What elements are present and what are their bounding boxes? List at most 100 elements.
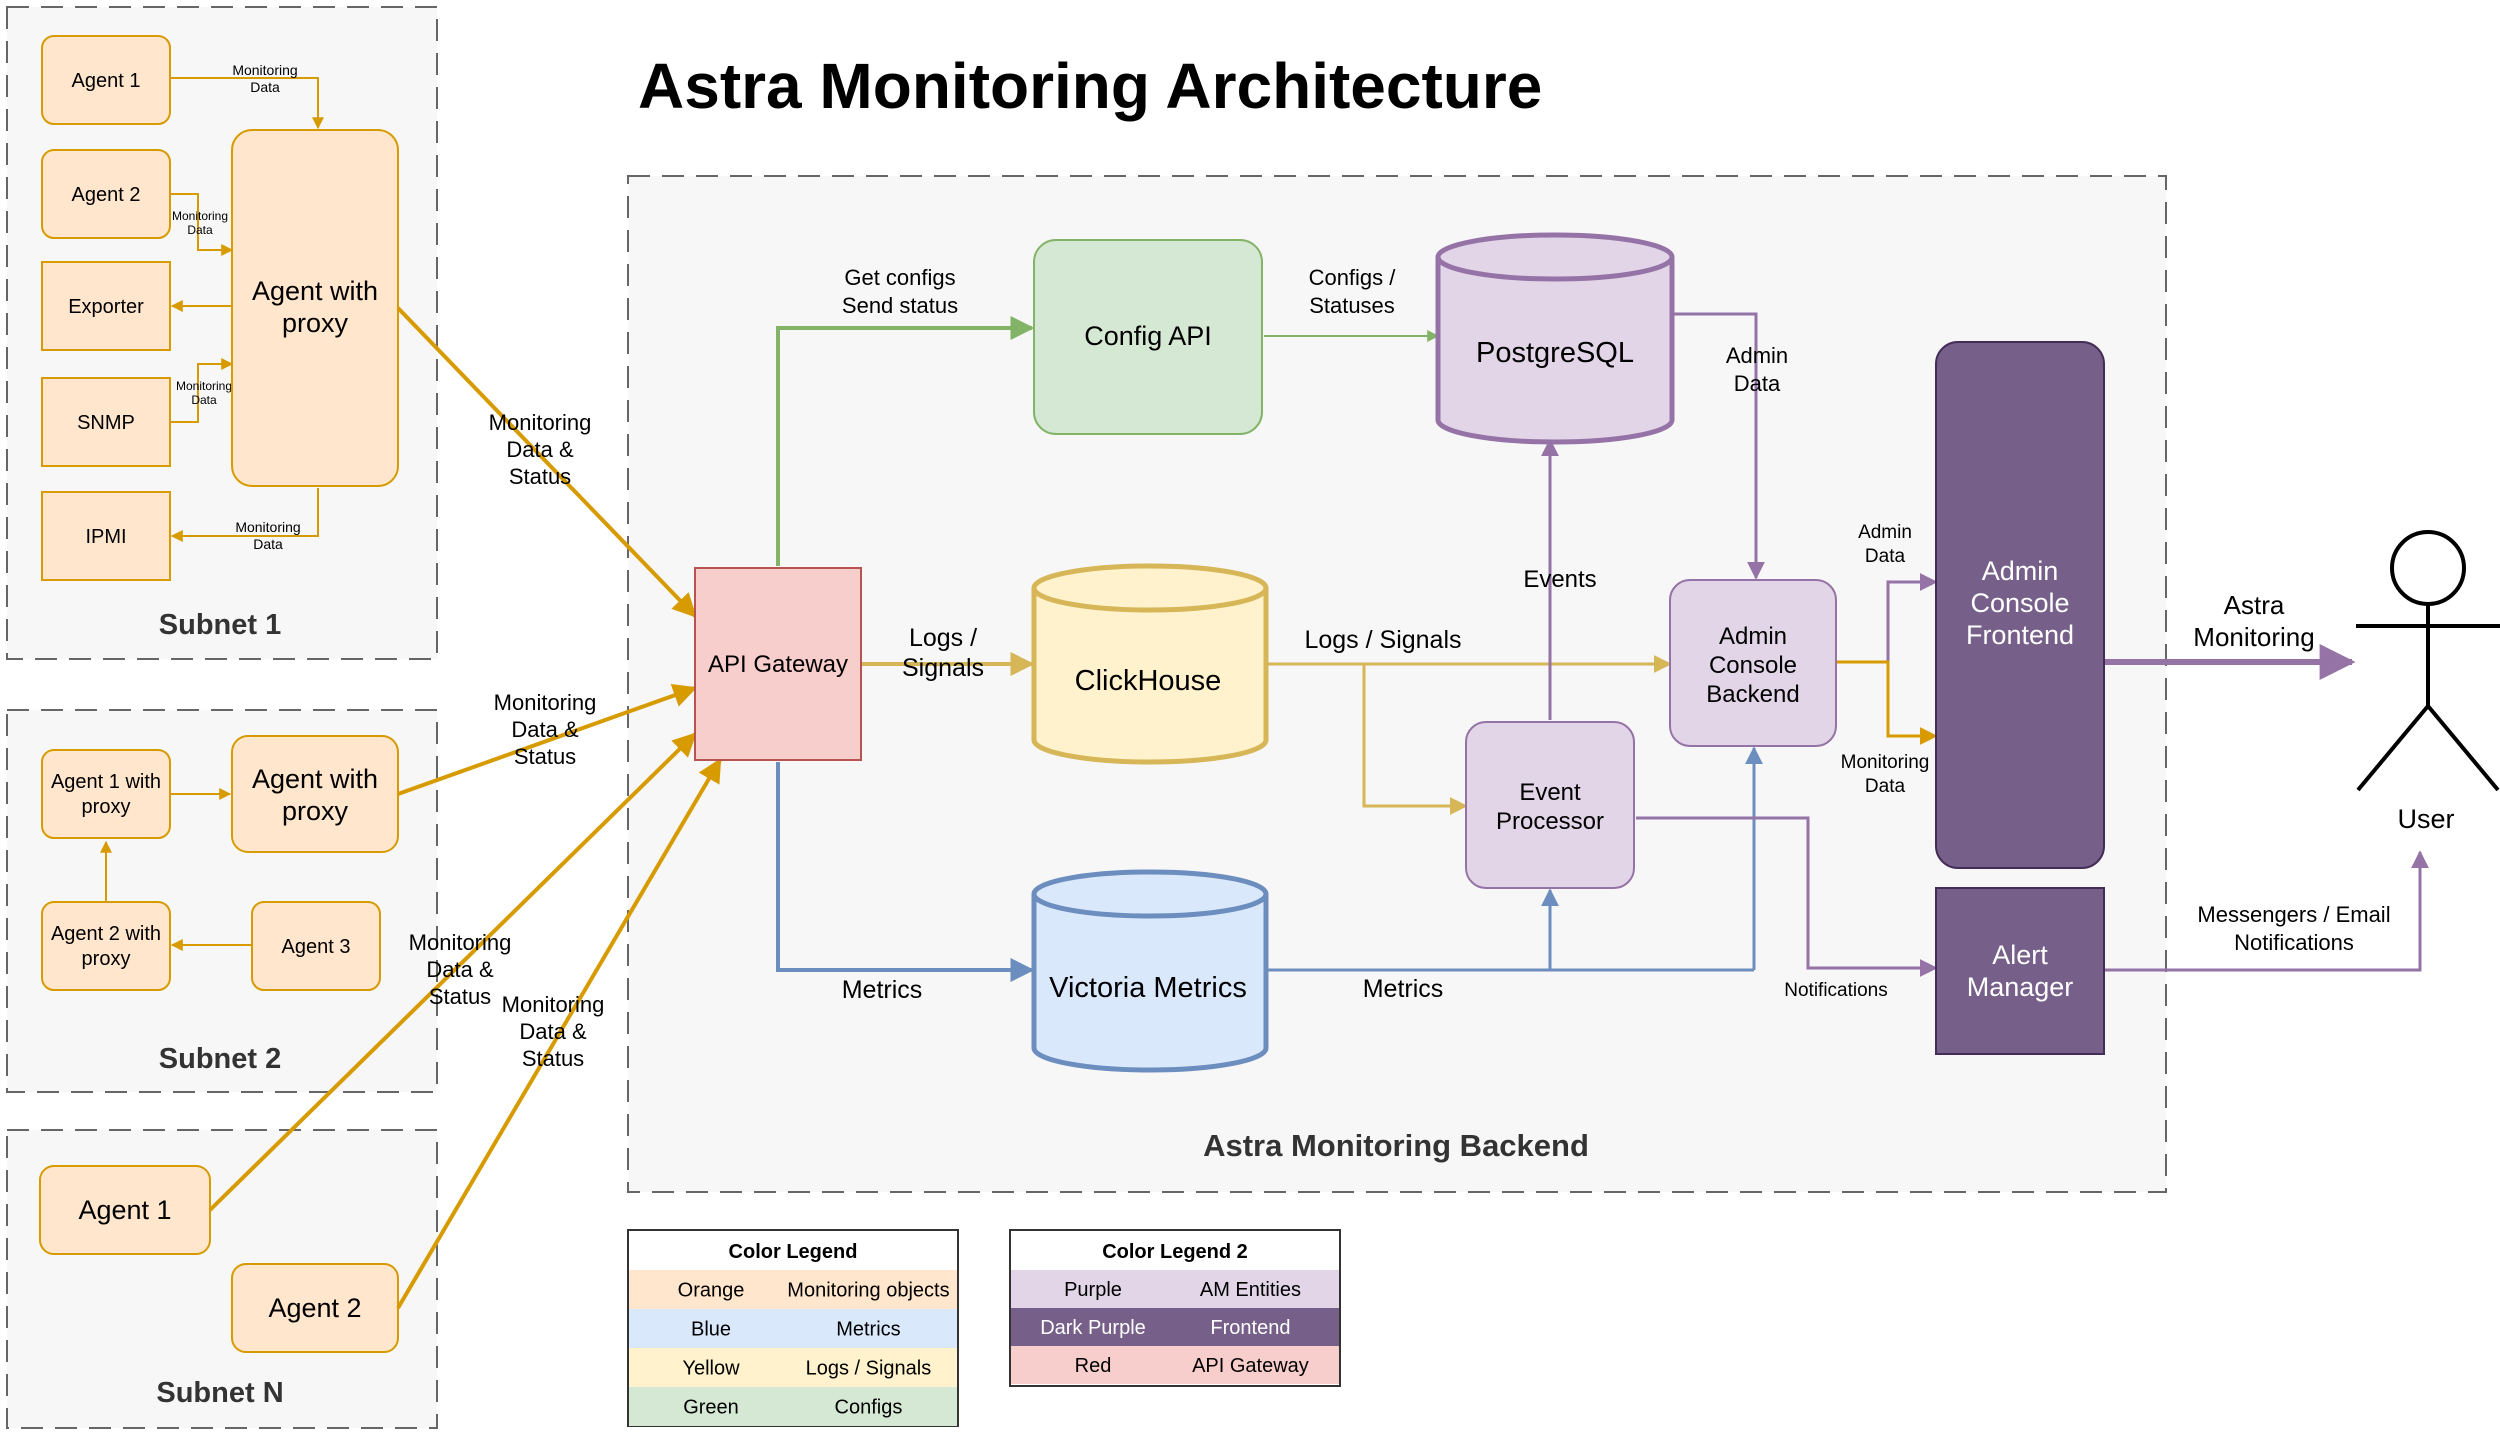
legend-row-swatch bbox=[1011, 1270, 1339, 1308]
legend-row-swatch bbox=[629, 1348, 957, 1387]
node-api-gateway bbox=[694, 567, 862, 761]
legend-1-title: Color Legend bbox=[729, 1241, 858, 1263]
node-subnet-n-agent-1-label: Agent 1 bbox=[78, 1195, 171, 1225]
edge-gateway-to-victoria-metrics bbox=[776, 762, 1035, 982]
edge-snmp-to-proxy bbox=[170, 358, 234, 423]
edge-label-logs-signals: Logs / Signals bbox=[1304, 626, 1461, 654]
edge-label-configs-statuses: Configs /Statuses bbox=[1309, 265, 1397, 318]
node-victoria-metrics bbox=[1031, 869, 1269, 1073]
node-subnet-n-agent-2-label: Agent 2 bbox=[268, 1293, 361, 1323]
node-clickhouse bbox=[1031, 563, 1269, 765]
legend-row-swatch bbox=[629, 1387, 957, 1426]
subnet-2-label: Subnet 2 bbox=[159, 1043, 281, 1075]
node-postgresql bbox=[1435, 232, 1675, 445]
edge-subnetn-agent1-to-gateway bbox=[208, 732, 697, 1212]
legend-color-meaning: Frontend bbox=[1210, 1317, 1290, 1339]
node-agent-1-with-proxy bbox=[41, 749, 171, 839]
node-agent-2 bbox=[41, 149, 171, 239]
edge-label-events: Events bbox=[1523, 566, 1596, 593]
legend-color-meaning: API Gateway bbox=[1192, 1355, 1309, 1377]
legend-color-name: Purple bbox=[1064, 1279, 1122, 1301]
user-actor-icon bbox=[2356, 530, 2500, 792]
legend-color-meaning: AM Entities bbox=[1200, 1279, 1301, 1301]
edge-agent1-to-proxy bbox=[170, 77, 324, 130]
node-agent-2-label: Agent 2 bbox=[72, 184, 141, 206]
node-agent-1 bbox=[41, 35, 171, 125]
node-api-gateway-label: API Gateway bbox=[708, 651, 848, 678]
node-admin-console-frontend bbox=[1935, 341, 2105, 869]
user-label: User bbox=[2397, 804, 2454, 834]
node-ipmi-label: IPMI bbox=[85, 526, 126, 548]
node-alert-manager bbox=[1935, 887, 2105, 1055]
legend-color-name: Yellow bbox=[682, 1358, 740, 1380]
edge-alert-manager-to-user bbox=[2104, 850, 2429, 972]
edge-subnet2-to-gateway bbox=[397, 683, 698, 796]
legend-color-meaning: Metrics bbox=[836, 1319, 900, 1341]
legend-color-name: Blue bbox=[691, 1319, 731, 1341]
legend-2-title: Color Legend 2 bbox=[1102, 1241, 1248, 1263]
node-agent-3-label: Agent 3 bbox=[282, 936, 351, 958]
legend-color-name: Orange bbox=[678, 1280, 745, 1302]
edge-label-metrics-victoria: Metrics bbox=[1363, 975, 1444, 1003]
node-victoria-metrics-label: Victoria Metrics bbox=[1049, 972, 1247, 1004]
edge-proxy-to-ipmi bbox=[170, 488, 319, 542]
edge-agent2-to-proxy bbox=[170, 193, 234, 256]
edge-clickhouse-to-event-processor bbox=[1362, 664, 1468, 815]
edge-label-notifications: Notifications bbox=[1784, 980, 1888, 1001]
legend-row-swatch bbox=[1011, 1308, 1339, 1346]
node-config-api-label: Config API bbox=[1084, 321, 1212, 351]
node-ipmi bbox=[41, 491, 171, 581]
node-exporter bbox=[41, 261, 171, 351]
legend-color-meaning: Configs bbox=[835, 1397, 903, 1419]
node-postgresql-label: PostgreSQL bbox=[1476, 337, 1634, 369]
subnet-n-label: Subnet N bbox=[156, 1377, 283, 1409]
legend-color-name: Red bbox=[1075, 1355, 1112, 1377]
legend-row-swatch bbox=[1011, 1346, 1339, 1384]
legend-row-swatch bbox=[629, 1309, 957, 1348]
edge-label-metrics-gateway: Metrics bbox=[842, 976, 923, 1004]
edge-subnetn-agent2-to-gateway bbox=[396, 757, 722, 1310]
legend-row-swatch bbox=[629, 1270, 957, 1309]
edge-postgresql-to-admin-backend bbox=[1670, 312, 1765, 580]
legend-color-meaning: Logs / Signals bbox=[806, 1358, 932, 1380]
node-admin-console-backend bbox=[1669, 579, 1837, 747]
node-event-processor bbox=[1465, 721, 1635, 889]
edge-monitoring-data-to-frontend bbox=[1836, 660, 1938, 745]
legend-color-name: Dark Purple bbox=[1040, 1317, 1146, 1339]
node-agent-3 bbox=[251, 901, 381, 991]
node-snmp bbox=[41, 377, 171, 467]
edge-event-processor-to-alert-manager bbox=[1636, 816, 1938, 977]
backend-container bbox=[627, 175, 2167, 1193]
node-clickhouse-label: ClickHouse bbox=[1075, 665, 1222, 697]
legend-color-name: Green bbox=[683, 1397, 739, 1419]
node-config-api bbox=[1033, 239, 1263, 435]
edge-subnet1-to-gateway bbox=[396, 306, 697, 618]
subnet-1-label: Subnet 1 bbox=[159, 609, 281, 641]
edge-gateway-to-config-api bbox=[776, 316, 1035, 566]
node-agent-2-with-proxy bbox=[41, 901, 171, 991]
node-exporter-label: Exporter bbox=[68, 296, 144, 318]
node-agent-with-proxy-2 bbox=[231, 735, 399, 853]
